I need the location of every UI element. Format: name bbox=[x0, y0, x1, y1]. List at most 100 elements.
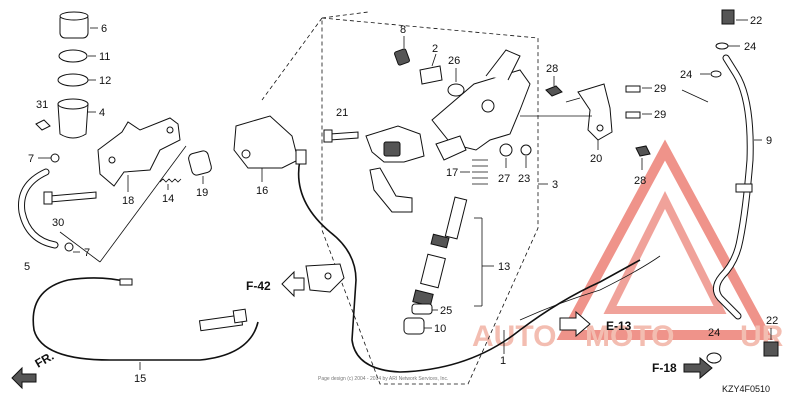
clutch-guard bbox=[233, 115, 299, 169]
front-arrow-head bbox=[11, 366, 37, 390]
cap-plate bbox=[58, 49, 88, 63]
label-part-27[interactable]: 27 bbox=[498, 173, 510, 185]
label-part-14[interactable]: 14 bbox=[162, 193, 174, 205]
leader-2 bbox=[431, 53, 437, 67]
reservoir-body bbox=[57, 103, 89, 139]
switch-cable bbox=[297, 159, 641, 373]
label-part-1[interactable]: 1 bbox=[500, 355, 506, 367]
cable-to-right bbox=[519, 255, 661, 321]
spring-14 bbox=[159, 178, 182, 183]
ref-label-e13[interactable]: E-13 bbox=[606, 319, 632, 333]
diagram-code: KZY4F0510 bbox=[722, 384, 770, 394]
label-part-21[interactable]: 21 bbox=[336, 107, 348, 119]
label-part-26[interactable]: 26 bbox=[448, 55, 460, 67]
hose-grommet bbox=[735, 183, 753, 193]
reservoir-hose bbox=[18, 168, 59, 249]
label-part-9[interactable]: 9 bbox=[766, 135, 772, 147]
piston-spring bbox=[420, 253, 446, 289]
watermark-word-moto: MOTO bbox=[585, 320, 674, 353]
reservoir-diaphragm bbox=[57, 73, 89, 87]
washer-24-mid bbox=[710, 70, 722, 78]
bolt-30-head bbox=[43, 191, 53, 205]
label-part-16[interactable]: 16 bbox=[256, 185, 268, 197]
label-part-10[interactable]: 10 bbox=[434, 323, 446, 335]
e13-arrow-shape bbox=[559, 310, 591, 338]
label-part-11[interactable]: 11 bbox=[99, 51, 110, 63]
guard-hole bbox=[241, 149, 251, 159]
label-part-23[interactable]: 23 bbox=[518, 173, 530, 185]
piston-cup-a bbox=[430, 233, 450, 249]
dust-boot-19 bbox=[188, 150, 212, 176]
label-part-20[interactable]: 20 bbox=[590, 153, 602, 165]
ref-label-f42[interactable]: F-42 bbox=[246, 279, 271, 293]
label-part-8[interactable]: 8 bbox=[400, 24, 406, 36]
pivot-bolt-2 bbox=[419, 65, 443, 85]
cable-clamp bbox=[305, 263, 345, 293]
label-part-13[interactable]: 13 bbox=[498, 261, 510, 273]
label-part-22-lower[interactable]: 22 bbox=[766, 315, 778, 327]
banjo-bolt-22-upper bbox=[721, 9, 735, 25]
label-part-7-lower[interactable]: 7 bbox=[84, 247, 90, 259]
label-part-24-mid[interactable]: 24 bbox=[680, 69, 692, 81]
f18-arrow-shape bbox=[683, 356, 713, 380]
clip-7-upper bbox=[50, 153, 60, 163]
label-part-19[interactable]: 19 bbox=[196, 187, 208, 199]
label-part-31[interactable]: 31 bbox=[36, 99, 48, 111]
label-part-30[interactable]: 30 bbox=[52, 217, 64, 229]
watermark-triangle-outer bbox=[556, 139, 774, 340]
label-part-12[interactable]: 12 bbox=[99, 75, 111, 87]
clutch-hose-inner bbox=[714, 55, 753, 319]
label-part-24-upper[interactable]: 24 bbox=[744, 41, 756, 53]
reservoir-group bbox=[57, 11, 98, 139]
label-part-22-upper[interactable]: 22 bbox=[750, 15, 762, 27]
leader-hose-group bbox=[681, 89, 709, 103]
reservoir-rim bbox=[57, 98, 89, 110]
clutch-cable-top bbox=[67, 277, 129, 283]
ref-label-f18[interactable]: F-18 bbox=[652, 361, 677, 375]
bolt-28-lower bbox=[635, 145, 651, 157]
watermark-triangle-inner bbox=[603, 191, 727, 314]
label-part-29-lower[interactable]: 29 bbox=[654, 109, 666, 121]
cable-nut bbox=[232, 308, 248, 324]
front-label: FR. bbox=[33, 349, 57, 371]
label-part-24-lower[interactable]: 24 bbox=[708, 327, 720, 339]
mc-arm bbox=[435, 135, 467, 161]
label-part-5[interactable]: 5 bbox=[24, 261, 30, 273]
clutch-switch bbox=[383, 141, 401, 157]
group-leader-b bbox=[59, 231, 101, 263]
label-part-3[interactable]: 3 bbox=[552, 179, 558, 191]
ref-arrow-e13 bbox=[559, 310, 591, 338]
label-part-17[interactable]: 17 bbox=[446, 167, 458, 179]
watermark: AUTO MOTO UR bbox=[472, 139, 784, 353]
bracket-hole-b bbox=[166, 126, 174, 134]
label-part-15[interactable]: 15 bbox=[134, 373, 146, 385]
ref-arrow-f18 bbox=[683, 356, 713, 380]
group-leader-a bbox=[99, 145, 187, 263]
watermark-word-auto: AUTO bbox=[472, 320, 556, 353]
banjo-bolt-22-lower bbox=[763, 341, 779, 357]
label-part-7-upper[interactable]: 7 bbox=[28, 153, 34, 165]
label-part-18[interactable]: 18 bbox=[122, 195, 134, 207]
nut-23 bbox=[520, 144, 532, 156]
label-part-25[interactable]: 25 bbox=[440, 305, 452, 317]
reservoir-bracket bbox=[97, 117, 181, 187]
bolt-28-upper bbox=[545, 85, 563, 97]
clamp-hole bbox=[324, 272, 332, 280]
label-part-2[interactable]: 2 bbox=[432, 43, 438, 55]
lever-linkage bbox=[369, 167, 413, 213]
label-part-29-upper[interactable]: 29 bbox=[654, 83, 666, 95]
piston-rod bbox=[444, 196, 468, 240]
bolt-21-head bbox=[323, 129, 333, 143]
cable-boot-upper bbox=[295, 149, 307, 165]
boot-10 bbox=[403, 317, 425, 335]
label-part-6[interactable]: 6 bbox=[101, 23, 107, 35]
label-part-28-upper[interactable]: 28 bbox=[546, 63, 558, 75]
mounting-bracket-20 bbox=[577, 83, 613, 141]
label-part-4[interactable]: 4 bbox=[99, 107, 105, 119]
label-part-28-lower[interactable]: 28 bbox=[634, 175, 646, 187]
assembly-box-master-cylinder bbox=[321, 17, 539, 385]
f42-arrow-shape bbox=[281, 270, 305, 298]
bolt-21 bbox=[329, 131, 359, 141]
screw-8 bbox=[394, 48, 410, 66]
piston-kit bbox=[403, 196, 494, 335]
